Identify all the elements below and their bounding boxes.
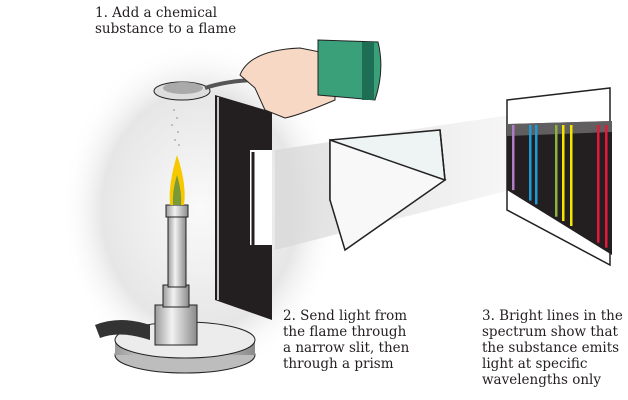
prism [329,129,447,252]
spectral-line [562,125,565,222]
bunsen-burner [95,204,256,374]
spectral-line [512,125,515,191]
spectrum-screen [506,87,612,267]
flame [169,155,185,205]
step3-caption: 3. Bright lines in the spectrum show tha… [482,308,623,388]
spectral-line [597,125,600,243]
slit-screen [215,95,272,320]
step2-caption: 2. Send light from the flame through a n… [283,308,410,372]
spectral-line [529,125,532,201]
spectral-line [555,125,558,217]
spectral-line [605,125,608,248]
spectral-line [535,125,538,205]
step1-caption: 1. Add a chemical substance to a flame [95,5,237,37]
hand-with-spoon [153,39,382,119]
falling-powder [171,109,180,146]
spectral-line [570,125,573,226]
